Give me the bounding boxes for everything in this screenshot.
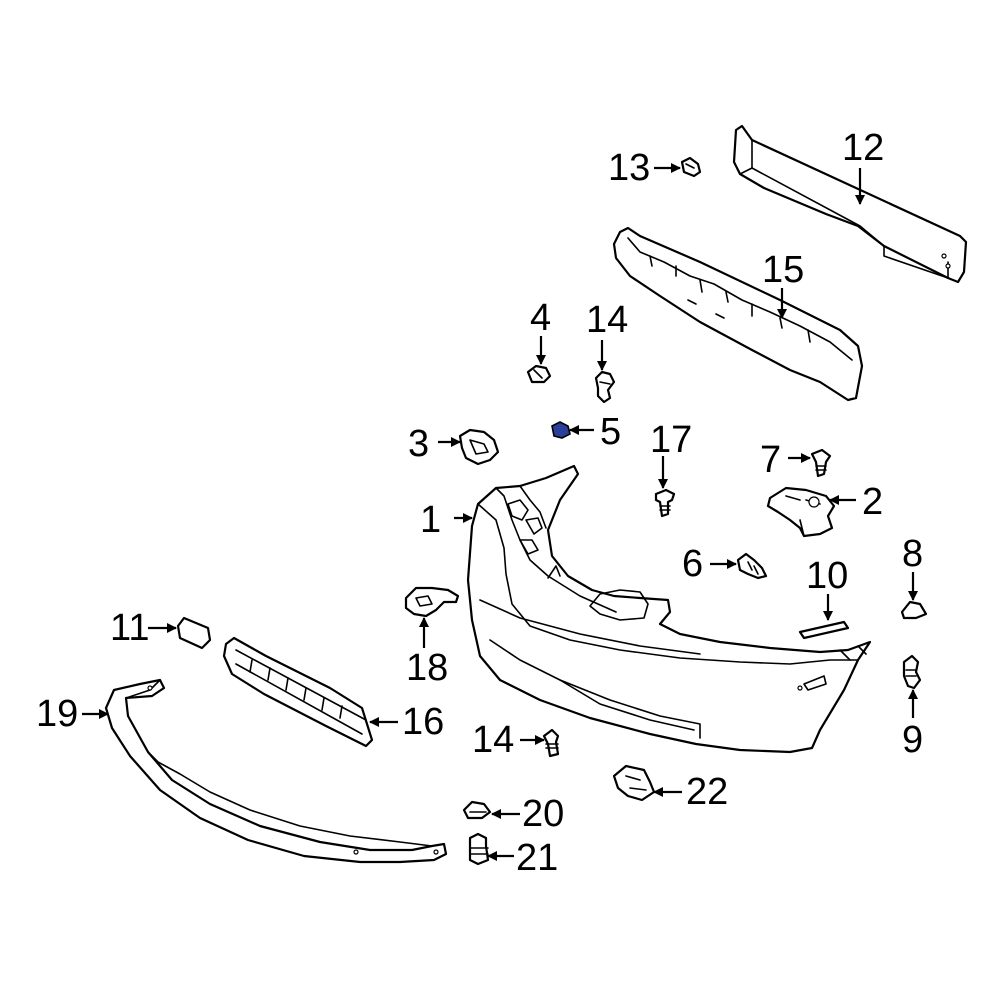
callout-17: 17 — [650, 419, 692, 461]
part-18-bracket — [404, 586, 460, 618]
callout-21: 21 — [516, 837, 558, 879]
part-14-bolt-lower — [542, 728, 560, 758]
callout-3: 3 — [408, 423, 429, 465]
callout-11: 11 — [110, 607, 149, 649]
callout-8: 8 — [902, 533, 923, 575]
part-10-molding — [798, 620, 850, 640]
part-7-bolt — [810, 448, 832, 478]
part-15-energy-absorber — [612, 226, 864, 402]
part-17-bolt — [654, 488, 676, 518]
callout-19: 19 — [36, 693, 78, 735]
part-6-clip — [736, 552, 768, 580]
callout-20: 20 — [522, 793, 564, 835]
callout-22: 22 — [686, 771, 728, 813]
part-13-nut — [680, 156, 702, 178]
part-9-bolt — [902, 654, 922, 690]
part-4-retainer — [526, 364, 552, 384]
callout-16: 16 — [402, 701, 444, 743]
part-5-retainer — [551, 421, 571, 439]
part-16-grille — [222, 636, 374, 748]
part-14-clip-upper — [594, 370, 616, 404]
callout-1: 1 — [420, 499, 441, 541]
callout-13: 13 — [608, 147, 650, 189]
callout-12: 12 — [842, 127, 884, 169]
callout-7: 7 — [760, 439, 781, 481]
part-22-clip — [612, 764, 656, 802]
callout-15: 15 — [762, 249, 804, 291]
callout-5: 5 — [600, 411, 621, 453]
callout-4: 4 — [530, 297, 551, 339]
callout-9: 9 — [902, 719, 923, 761]
part-12-reinforcement — [732, 124, 968, 284]
callout-10: 10 — [806, 555, 848, 597]
part-19-lip-spoiler — [104, 678, 448, 864]
part-11-cover — [176, 616, 212, 650]
callout-arrows — [82, 163, 918, 861]
callout-18: 18 — [406, 647, 448, 689]
part-2-bracket — [766, 486, 836, 538]
part-1-bumper-cover — [466, 464, 872, 754]
part-8-nut — [900, 600, 928, 620]
part-21-bolt — [468, 832, 490, 866]
part-20-nut — [462, 800, 492, 820]
callout-6: 6 — [682, 543, 703, 585]
callout-2: 2 — [862, 481, 883, 523]
callout-14-lower: 14 — [472, 719, 514, 761]
part-3-bracket — [458, 428, 500, 466]
callout-14-upper: 14 — [586, 299, 628, 341]
